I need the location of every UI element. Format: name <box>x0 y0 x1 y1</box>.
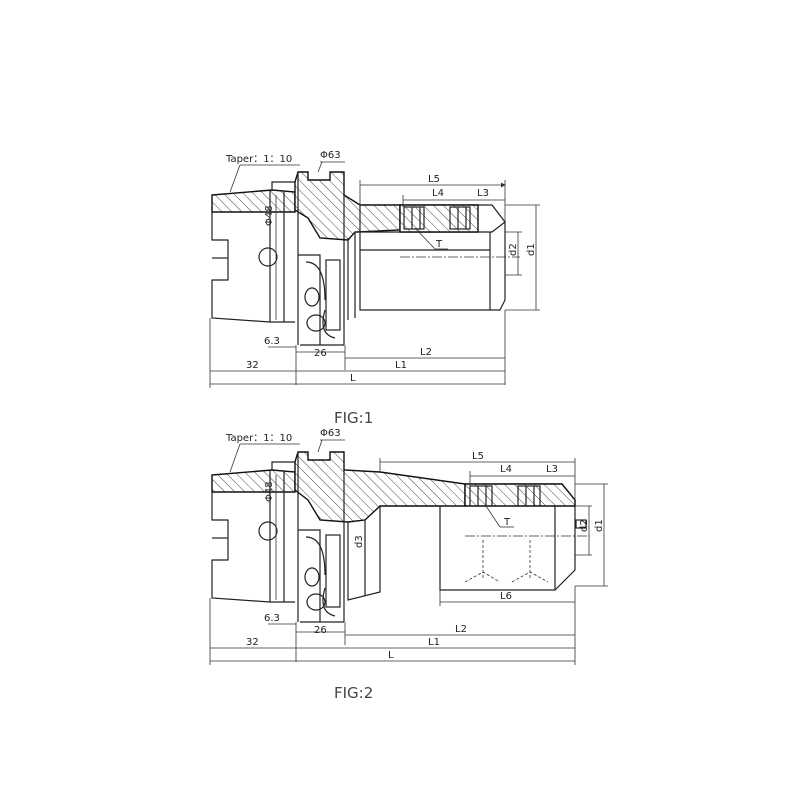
fig2-caption: FIG:2 <box>334 684 373 702</box>
fig1-caption: FIG:1 <box>334 409 373 427</box>
fig2-26-label: 26 <box>314 625 327 636</box>
fig2-L4-label: L4 <box>500 464 512 475</box>
fig1-T-label: T <box>435 239 443 250</box>
fig1-L3-label: L3 <box>477 188 489 199</box>
fig2-taper-label: Taper：1：10 <box>225 433 292 444</box>
fig2-6.3-label: 6.3 <box>264 613 280 624</box>
fig1-26-label: 26 <box>314 348 327 359</box>
fig2-L5-label: L5 <box>472 451 484 462</box>
fig1-taper-label: Taper：1：10 <box>225 154 292 165</box>
fig2-dimensions: Taper：1：10 Φ63 Φ48 d3 L5 L4 L3 T d2 <box>209 428 608 665</box>
fig1-d1-label: d1 <box>526 243 537 256</box>
fig2-T-label: T <box>503 517 511 528</box>
fig2-shank <box>211 461 296 603</box>
fig2-d2-label: d2 <box>579 519 590 532</box>
fig1-6.3-label: 6.3 <box>264 336 280 347</box>
fig1-shank <box>211 181 296 323</box>
fig1-phi63-label: Φ63 <box>320 150 341 161</box>
fig1-L2-label: L2 <box>420 347 432 358</box>
fig1-L1-label: L1 <box>395 360 407 371</box>
fig1-flange <box>294 171 401 346</box>
fig2-L3-label: L3 <box>546 464 558 475</box>
fig2-phi48-label: Φ48 <box>264 481 275 502</box>
fig2-d1-label: d1 <box>594 519 605 532</box>
fig1-L-label: L <box>350 373 356 384</box>
fig2-flange <box>294 451 466 623</box>
fig2-phi63-label: Φ63 <box>320 428 341 439</box>
fig2-d3-label: d3 <box>354 535 365 548</box>
fig1-extension <box>355 204 520 311</box>
fig1-32-label: 32 <box>246 360 259 371</box>
fig2-extension <box>380 483 590 591</box>
fig2-L2-label: L2 <box>455 624 467 635</box>
fig2-32-label: 32 <box>246 637 259 648</box>
fig2-L-label: L <box>388 650 394 661</box>
fig2-L1-label: L1 <box>428 637 440 648</box>
fig1-phi48-label: Φ48 <box>264 205 275 226</box>
fig1-L5-label: L5 <box>428 174 440 185</box>
fig1-dimensions: Taper：1：10 Φ63 Φ48 L5 L4 L3 T d2 <box>209 150 540 388</box>
figure-1: Taper：1：10 Φ63 Φ48 L5 L4 L3 T d2 <box>209 150 540 427</box>
figure-2: Taper：1：10 Φ63 Φ48 d3 L5 L4 L3 T d2 <box>209 428 608 702</box>
fig2-L6-label: L6 <box>500 591 512 602</box>
fig1-d2-label: d2 <box>508 243 519 256</box>
fig1-L4-label: L4 <box>432 188 444 199</box>
